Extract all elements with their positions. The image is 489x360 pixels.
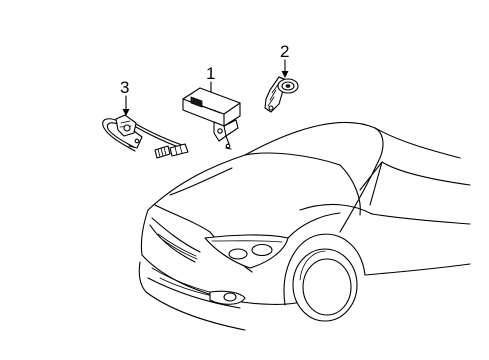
part-2-sensor — [264, 76, 299, 113]
callout-2-arrowhead — [281, 71, 289, 78]
callout-2: 2 — [280, 42, 289, 78]
car-front-view — [138, 121, 471, 331]
callout-3-arrowhead — [122, 109, 130, 116]
callout-2-label: 2 — [280, 42, 289, 61]
part-1-control-module — [182, 87, 241, 150]
callout-1-label: 1 — [206, 64, 215, 83]
callout-3: 3 — [120, 78, 130, 116]
callout-3-label: 3 — [120, 78, 129, 97]
part-3-wire-harness — [102, 114, 189, 159]
